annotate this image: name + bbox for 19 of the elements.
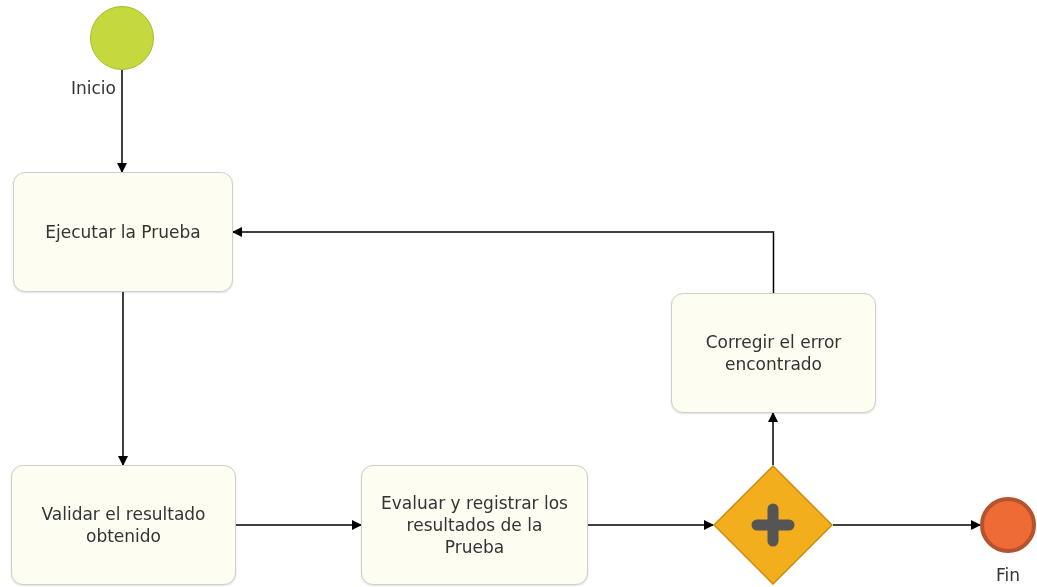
gateway-diamond — [713, 465, 833, 585]
arrow — [117, 69, 127, 173]
arrow — [587, 520, 714, 530]
arrow — [118, 291, 128, 466]
arrow — [232, 227, 775, 294]
arrow — [832, 520, 981, 530]
task-box — [11, 465, 236, 585]
task-label: Evaluar y registrar los resultados de la Prueba — [380, 491, 569, 559]
task-label: Ejecutar la Prueba — [45, 220, 201, 244]
event-label: Fin — [996, 565, 1021, 585]
arrow — [768, 412, 778, 466]
event-label: Inicio — [71, 78, 116, 98]
task-label: Corregir el error encontrado — [704, 330, 843, 376]
end-event-circle — [980, 497, 1036, 553]
task-label: Validar el resultado obtenido — [40, 502, 207, 548]
task-box — [671, 293, 876, 413]
task-box — [361, 465, 588, 585]
arrow — [235, 520, 362, 530]
task-box — [13, 172, 233, 292]
